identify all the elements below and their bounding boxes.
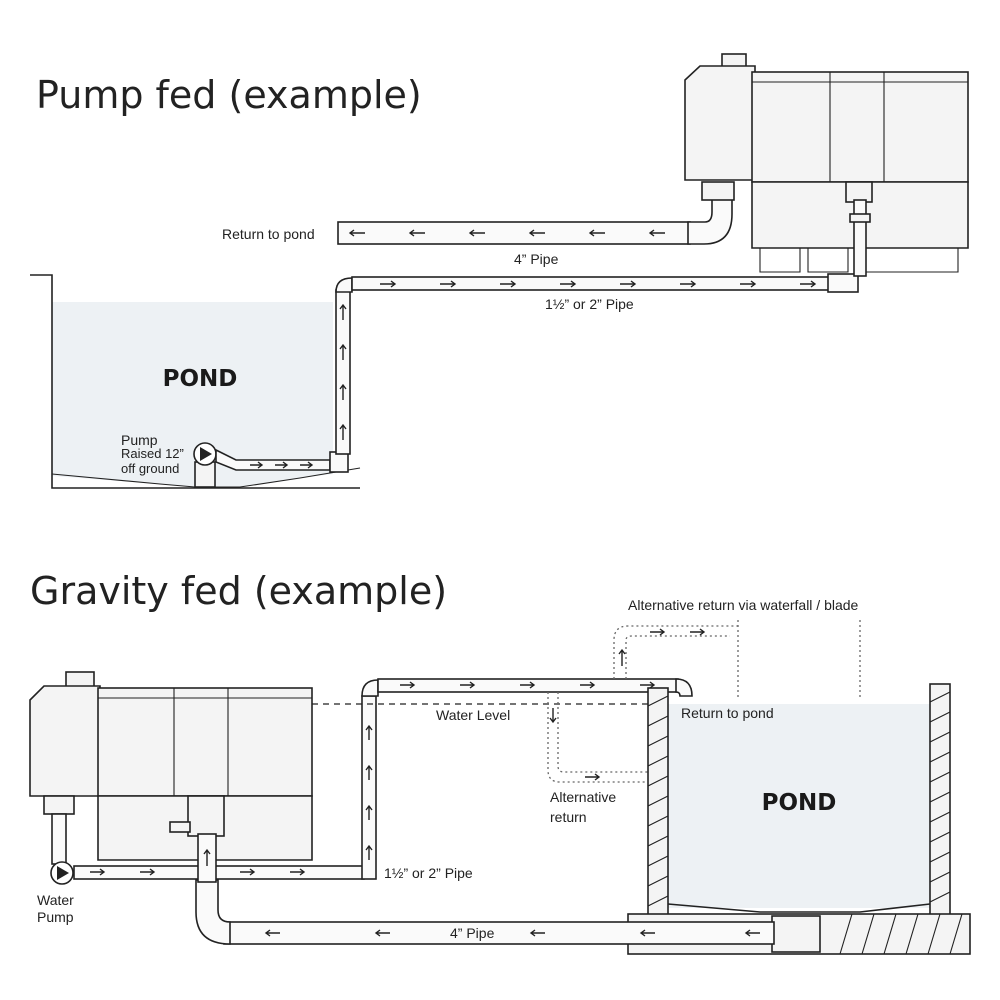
- pump-play-icon: [200, 447, 212, 461]
- pond-water: [52, 302, 333, 487]
- gravity-fed-section: Gravity fed (example) Water Pump: [29, 569, 971, 955]
- water-pump-label-1: Water: [37, 892, 74, 908]
- alt-waterfall-pipe: [613, 625, 740, 679]
- gravity-fed-filter-unit: [29, 671, 313, 865]
- gravity-fed-return-label: Return to pond: [681, 705, 774, 721]
- alt-arrow-right: [650, 628, 706, 636]
- alt-return-label-2: return: [550, 809, 587, 825]
- filter-seams: [98, 688, 312, 796]
- gravity-fed-pond-label: POND: [762, 790, 837, 816]
- filter-body: [97, 687, 313, 797]
- alt-return-waterfall-label: Alternative return via waterfall / blade: [628, 597, 859, 613]
- gravity-fed-title: Gravity fed (example): [30, 569, 447, 613]
- pump-fed-pond: POND: [30, 274, 361, 489]
- pipe-horizontal: [351, 276, 833, 291]
- pump-fed-pump: Pump Raised 12” off ground: [121, 432, 217, 488]
- return-fitting: [701, 181, 735, 201]
- pump-outlet-fitting: [43, 795, 75, 815]
- pump-fed-4in-label: 4” Pipe: [514, 251, 559, 267]
- alt-return-label-1: Alternative: [550, 789, 616, 805]
- filter-head: [684, 65, 756, 181]
- wall-hatch-left: [647, 695, 669, 907]
- gravity-fed-small-pipe: 1½” or 2” Pipe: [73, 678, 693, 881]
- pond-floor: [51, 467, 361, 488]
- water-level: Water Level: [312, 703, 668, 723]
- flow-arrows-top: [400, 681, 656, 689]
- waterfall-outline: [737, 620, 861, 700]
- gravity-fed-4in-pipe: 4” Pipe: [195, 833, 775, 945]
- pipe-bend: [335, 277, 353, 293]
- foundation-hatch: [839, 913, 963, 955]
- pump-fed-small-pipe-label: 1½” or 2” Pipe: [545, 296, 634, 312]
- alt-arrow-up: [618, 648, 626, 666]
- pump-fed-section: Pump fed (example) POND Pump Raised 12” …: [30, 53, 969, 489]
- return-elbow: [687, 197, 733, 245]
- water-level-label: Water Level: [436, 707, 510, 723]
- pump-play-icon: [57, 866, 69, 880]
- pump-fed-small-pipe: 1½” or 2” Pipe: [215, 273, 859, 473]
- outlet-valve-body: [187, 795, 225, 837]
- pump-label-2: Raised 12”: [121, 446, 184, 461]
- pipe-outlet: [675, 678, 693, 697]
- water-pump-label-2: Pump: [37, 909, 74, 925]
- pump-fed-return-label: Return to pond: [222, 226, 315, 242]
- gravity-fed-pump: Water Pump: [37, 861, 74, 925]
- pond-water: [668, 704, 930, 908]
- inlet-pipe: [853, 199, 867, 277]
- flow-arrow-up: [203, 848, 211, 866]
- pump-fed-filter-unit: [684, 53, 969, 277]
- flow-arrows: [250, 461, 314, 469]
- alternative-returns: Alternative return via waterfall / blade…: [547, 597, 861, 825]
- gravity-fed-4in-label: 4” Pipe: [450, 925, 495, 941]
- flow-arrows-left: [264, 929, 760, 937]
- pipe-elbow: [329, 451, 349, 473]
- flow-arrows-right: [90, 868, 306, 876]
- pump-outlet-pipe: [51, 813, 67, 865]
- wall-hatch-right: [929, 691, 951, 903]
- alt-arrow-down: [549, 708, 557, 724]
- pond-wall: [30, 274, 360, 489]
- gravity-fed-small-pipe-label: 1½” or 2” Pipe: [384, 865, 473, 881]
- pump-fed-title: Pump fed (example): [36, 73, 422, 117]
- flow-arrows-up: [339, 303, 347, 440]
- pump-label-3: off ground: [121, 461, 179, 476]
- valve-handle-icon: [169, 821, 191, 833]
- filter-body: [751, 71, 969, 183]
- drain-pipe: [223, 921, 775, 945]
- flow-arrows-left: [348, 229, 665, 237]
- flow-arrows-up: [365, 724, 373, 860]
- inlet-valve: [849, 213, 871, 223]
- bottom-drain: [771, 915, 821, 953]
- gravity-fed-pond: POND Return to pond: [627, 683, 971, 955]
- filter-seams: [752, 72, 968, 182]
- pond-floor: [667, 903, 931, 913]
- inlet-fitting: [845, 181, 873, 203]
- pipe-horizontal: [73, 865, 365, 880]
- pump-fed-pond-label: POND: [163, 366, 238, 392]
- pump-label-1: Pump: [121, 432, 158, 448]
- pipe-coupler: [827, 273, 859, 293]
- flow-arrows-right: [380, 280, 817, 288]
- pump-fed-return-pipe: Return to pond 4” Pipe: [222, 181, 735, 267]
- pipe-bend: [361, 679, 379, 697]
- pond-wall-left: [647, 687, 669, 917]
- return-pipe: [337, 221, 691, 245]
- filter-head: [29, 685, 101, 797]
- drain-elbow: [195, 879, 231, 945]
- alt-arrow-right-2: [585, 773, 601, 781]
